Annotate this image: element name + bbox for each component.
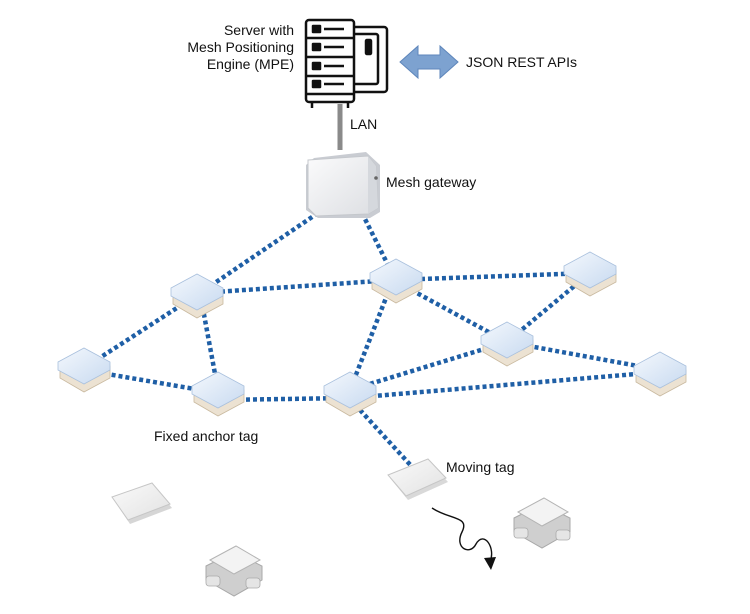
motion-trail-arrow bbox=[431, 507, 496, 570]
moving-tag-card bbox=[387, 458, 448, 500]
api-label: JSON REST APIs bbox=[466, 54, 577, 70]
mesh-link bbox=[198, 211, 320, 295]
mesh-link bbox=[347, 279, 396, 391]
server-label-line1: Server with bbox=[223, 22, 294, 38]
lan-label: LAN bbox=[350, 116, 378, 132]
tag-enclosure bbox=[205, 545, 263, 597]
tag-card bbox=[111, 482, 172, 524]
mesh-link bbox=[358, 408, 417, 472]
anchor-tag-device bbox=[323, 371, 377, 417]
mesh-link bbox=[349, 339, 508, 393]
server-label-line2: Mesh Positioning bbox=[187, 39, 294, 55]
anchor-tag-device bbox=[480, 321, 534, 367]
anchor-tag-device bbox=[369, 258, 423, 304]
gateway-label: Mesh gateway bbox=[386, 174, 477, 190]
server-label-line3: Engine (MPE) bbox=[206, 56, 294, 72]
server-rack-icon bbox=[304, 18, 389, 108]
tag-enclosure bbox=[513, 497, 571, 549]
mesh-link bbox=[199, 277, 394, 296]
moving-tag-label: Moving tag bbox=[446, 459, 515, 475]
anchor-tag-device bbox=[57, 347, 111, 393]
fixed-anchor-label: Fixed anchor tag bbox=[154, 428, 259, 444]
anchor-tag-device bbox=[191, 371, 245, 417]
server-label: Server with Mesh Positioning Engine (MPE… bbox=[104, 22, 294, 73]
double-arrow-icon bbox=[399, 44, 459, 80]
anchor-tag-device bbox=[563, 251, 617, 297]
anchor-tag-device bbox=[170, 273, 224, 319]
mesh-link bbox=[392, 270, 591, 283]
anchor-tag-device bbox=[633, 351, 687, 397]
mesh-link bbox=[349, 369, 661, 401]
mesh-gateway-device bbox=[306, 152, 380, 218]
